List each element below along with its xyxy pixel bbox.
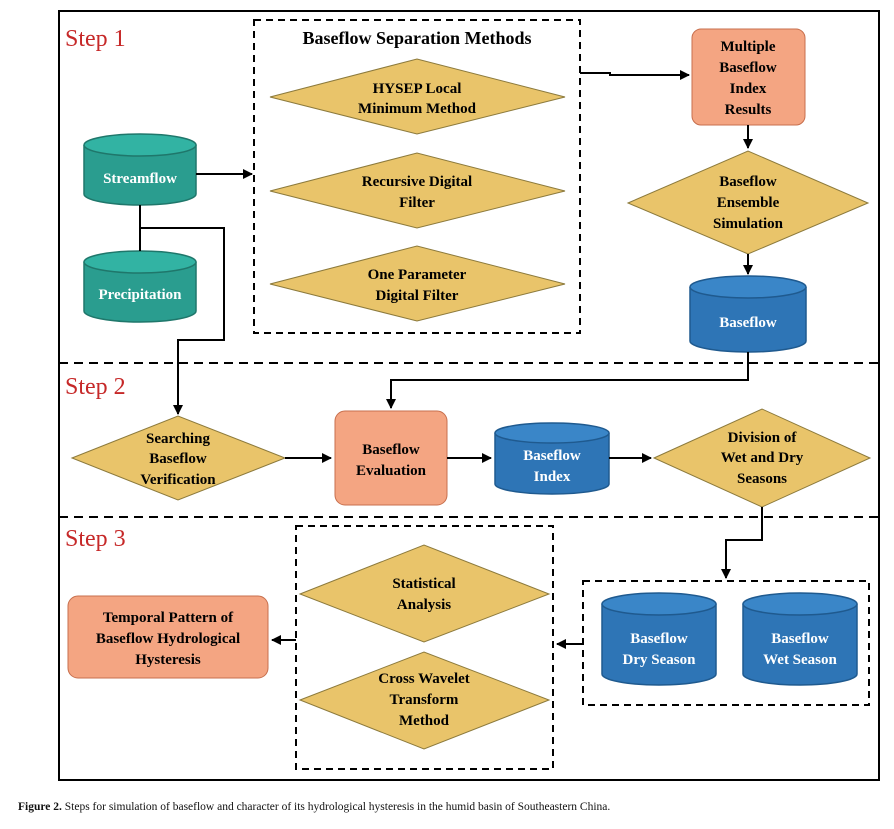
division-seasons-diamond — [652, 408, 872, 508]
separation-methods-box — [253, 19, 581, 334]
index-line-1: Baseflow — [523, 448, 581, 464]
hysep-diamond — [269, 58, 566, 135]
statistical-line-1: Statistical — [392, 576, 455, 592]
recursive-line-1: Recursive Digital — [362, 174, 472, 190]
index-line-2: Index — [534, 469, 571, 485]
flowchart: Step 1 Step 2 Step 3 Baseflow Separation… — [58, 10, 880, 781]
arrow-methods-to-results — [580, 70, 690, 80]
dry-season-cylinder — [601, 592, 717, 686]
hysep-line-2: Minimum Method — [358, 101, 477, 117]
dry-season-line-2: Dry Season — [623, 652, 697, 668]
figure-caption-label: Figure 2. — [18, 801, 62, 813]
one-param-line-2: Digital Filter — [376, 288, 459, 304]
hysep-line-1: HYSEP Local — [373, 81, 462, 97]
step-2-label: Step 2 — [65, 374, 126, 400]
statistical-analysis-diamond — [298, 544, 551, 643]
baseflow-cylinder — [689, 275, 807, 353]
dry-season-line-1: Baseflow — [630, 631, 688, 647]
temporal-line-1: Temporal Pattern of — [103, 610, 234, 626]
precipitation-cylinder — [83, 250, 197, 323]
one-param-line-1: One Parameter — [368, 267, 467, 283]
ensemble-diamond — [626, 150, 870, 255]
figure-caption-text: Steps for simulation of baseflow and cha… — [64, 801, 611, 813]
cross-wavelet-line-3: Method — [399, 713, 450, 729]
evaluation-line-2: Evaluation — [356, 463, 427, 479]
baseflow-label: Baseflow — [719, 315, 777, 331]
searching-line-2: Baseflow — [149, 451, 207, 467]
streamflow-cylinder — [83, 133, 197, 206]
temporal-line-3: Hysteresis — [135, 652, 201, 668]
statistical-line-2: Analysis — [397, 597, 451, 613]
results-line-3: Index — [730, 81, 767, 97]
results-line-4: Results — [725, 102, 772, 118]
temporal-pattern-box — [67, 595, 269, 679]
division-line-3: Seasons — [737, 471, 787, 487]
division-line-1: Division of — [728, 430, 798, 446]
analysis-methods-box — [295, 525, 554, 770]
ensemble-line-1: Baseflow — [719, 174, 777, 190]
streamflow-label: Streamflow — [103, 171, 177, 187]
precipitation-label: Precipitation — [98, 287, 182, 303]
cross-wavelet-line-2: Transform — [390, 692, 459, 708]
outer-frame — [58, 10, 880, 781]
searching-line-3: Verification — [140, 472, 216, 488]
step-3-label: Step 3 — [65, 526, 126, 552]
ensemble-line-2: Ensemble — [717, 195, 780, 211]
temporal-line-2: Baseflow Hydrological — [96, 631, 240, 647]
baseflow-index-cylinder — [494, 422, 610, 495]
separation-methods-title: Baseflow Separation Methods — [303, 28, 532, 48]
evaluation-box — [334, 410, 448, 506]
wet-season-cylinder — [742, 592, 858, 686]
evaluation-line-1: Baseflow — [362, 442, 420, 458]
wet-season-line-1: Baseflow — [771, 631, 829, 647]
division-line-2: Wet and Dry — [721, 450, 804, 466]
results-line-2: Baseflow — [719, 60, 777, 76]
figure-caption: Figure 2. Steps for simulation of basefl… — [18, 801, 878, 813]
cross-wavelet-line-1: Cross Wavelet — [378, 671, 470, 687]
arrow-baseflow-to-evaluation — [386, 352, 749, 409]
arrow-to-searching — [140, 227, 225, 415]
arrow-division-to-seasons — [721, 507, 763, 579]
step-1-label: Step 1 — [65, 26, 126, 52]
recursive-line-2: Filter — [399, 195, 435, 211]
searching-line-1: Searching — [146, 431, 210, 447]
one-parameter-diamond — [269, 245, 566, 322]
results-line-1: Multiple — [721, 39, 776, 55]
wet-season-line-2: Wet Season — [763, 652, 837, 668]
ensemble-line-3: Simulation — [713, 216, 784, 232]
recursive-filter-diamond — [269, 152, 566, 229]
cross-wavelet-diamond — [298, 651, 551, 750]
